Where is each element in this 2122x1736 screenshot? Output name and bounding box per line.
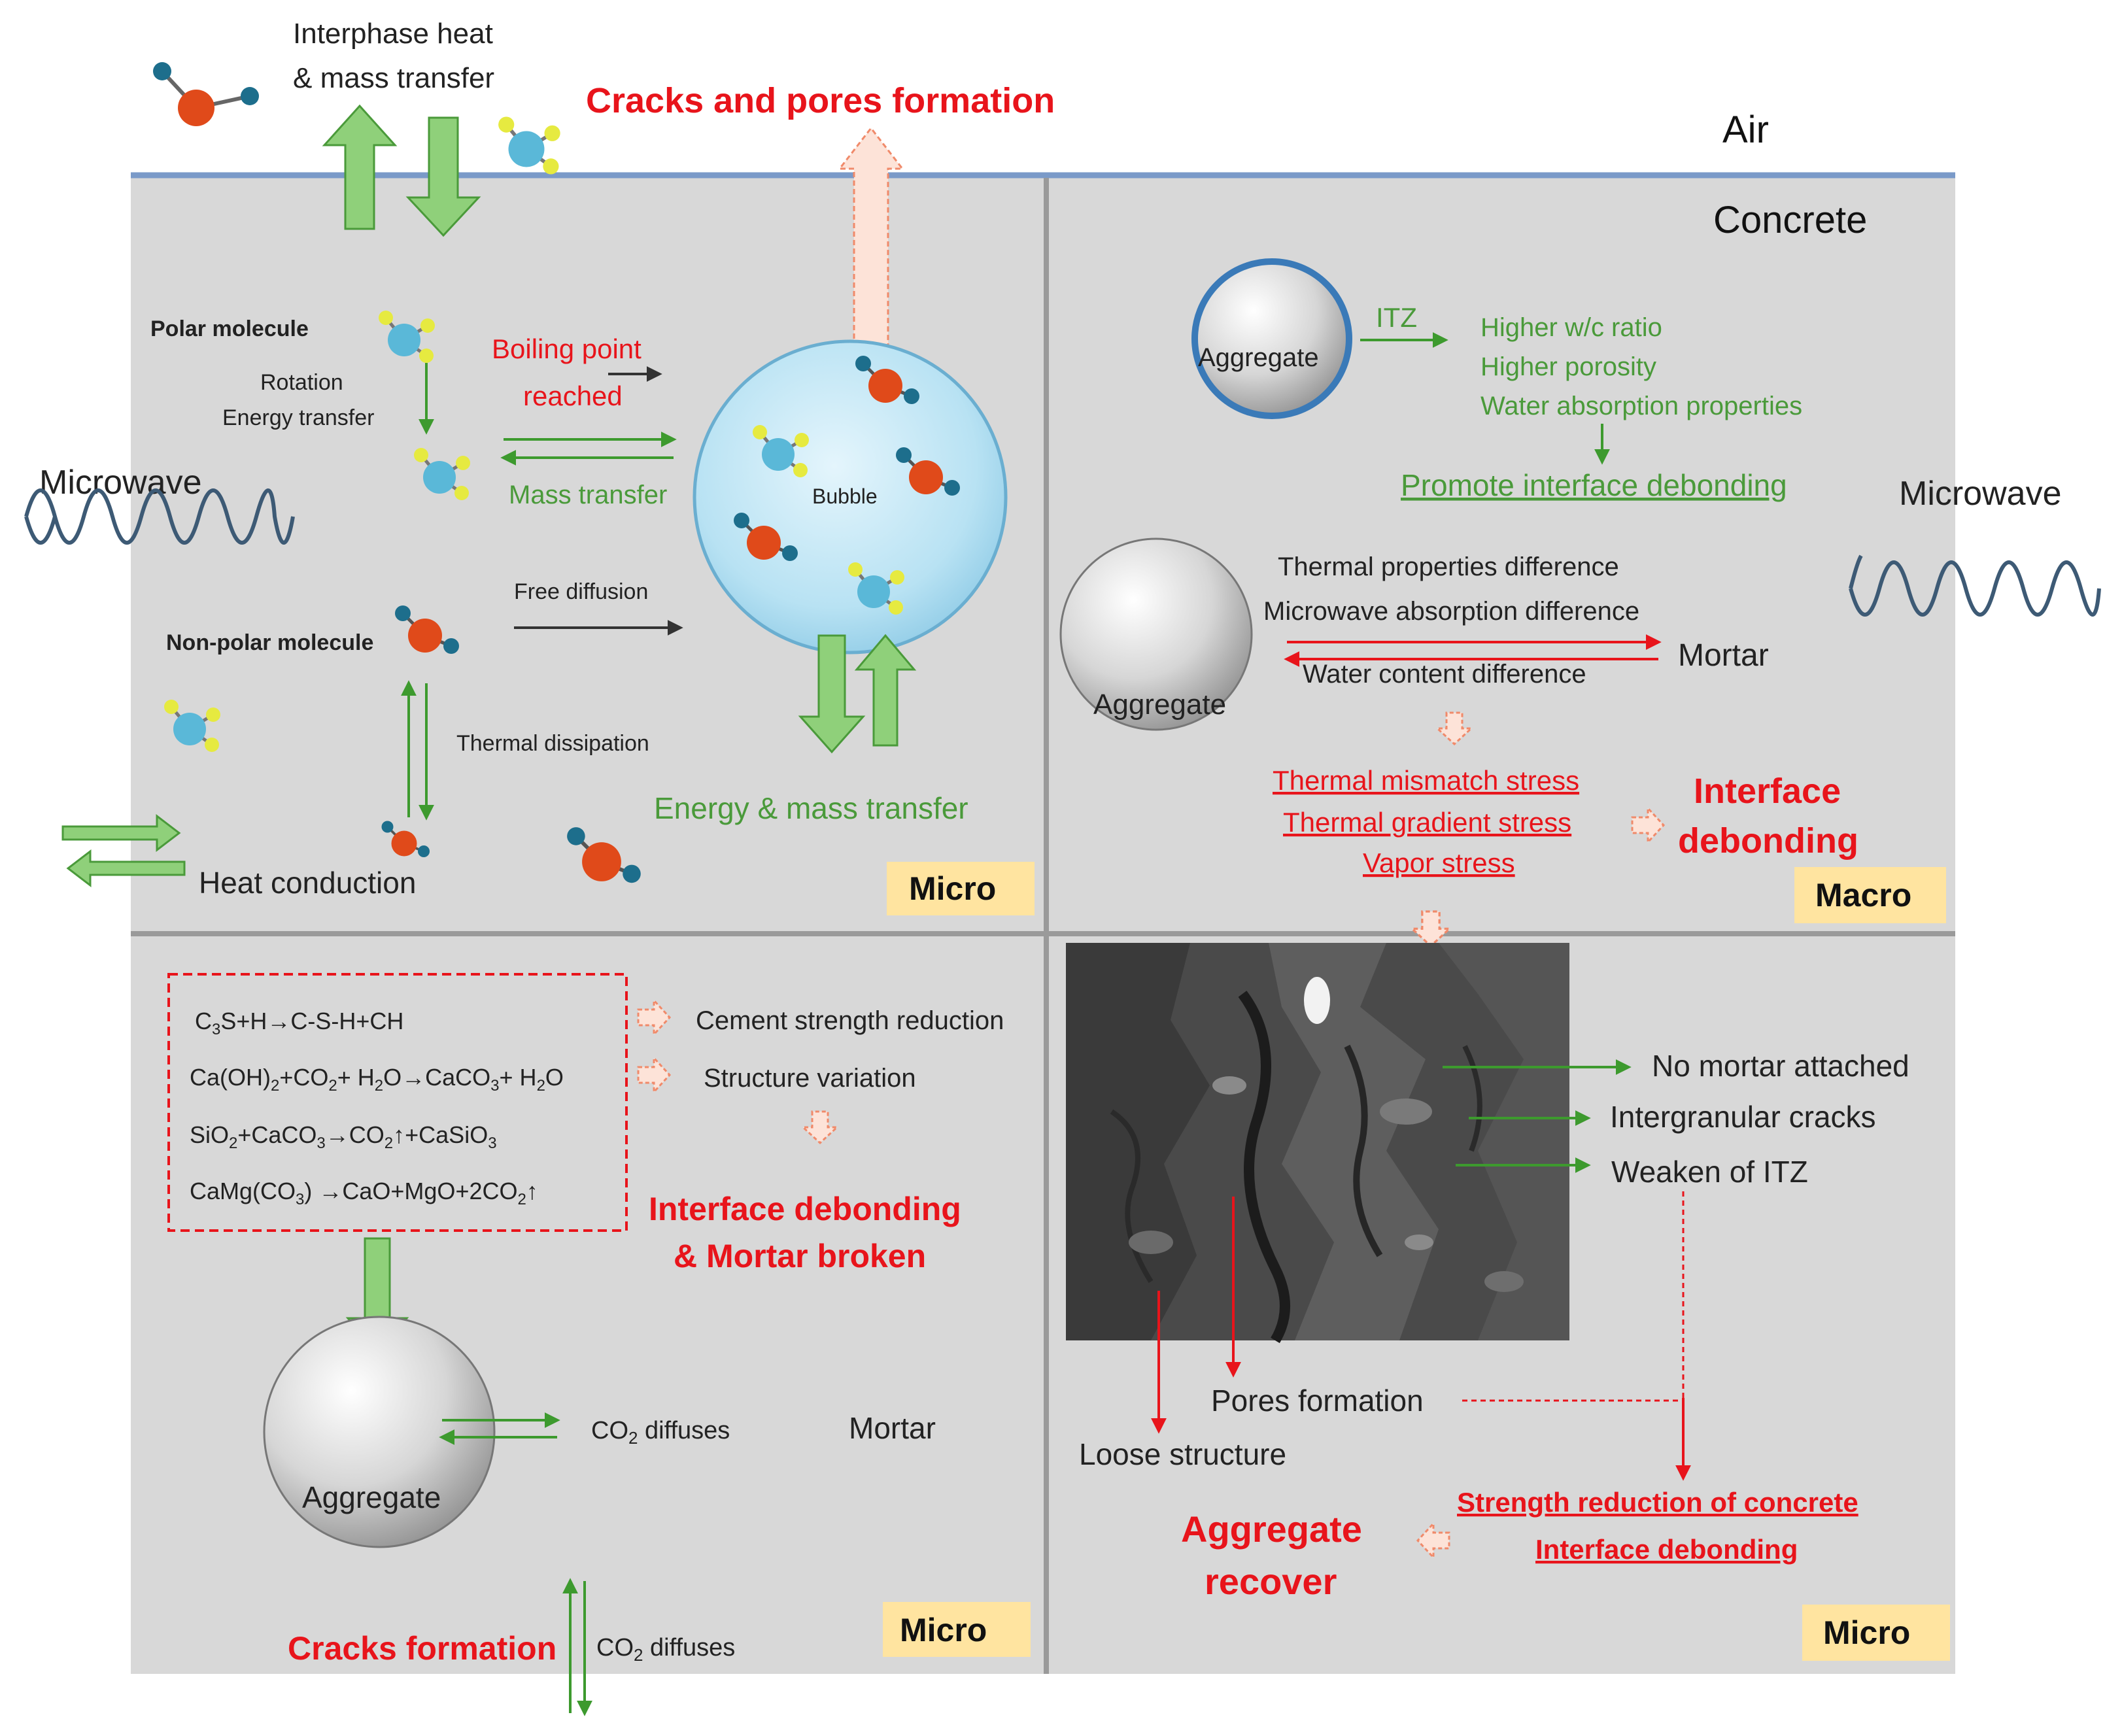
bubble-down-arrow [798,634,866,754]
co2-diffuses-label: CO2 diffuses [591,1417,730,1448]
weaken-of-itz: Weaken of ITZ [1611,1155,1808,1189]
interphase-label-line2: & mass transfer [293,62,494,94]
interface-debonding-br: Interface debonding [1535,1534,1798,1565]
water-absorption: Water absorption properties [1480,392,1802,420]
energy-mass-transfer-label: Energy & mass transfer [654,791,968,825]
scale-label-bl: Micro [900,1612,987,1648]
boiling-point-line2: reached [523,381,623,411]
strength-reduction-of-concrete: Strength reduction of concrete [1457,1487,1858,1518]
microwave-label-right: Microwave [1899,475,2062,513]
mortar-label-tr: Mortar [1678,638,1769,673]
non-polar-molecule-label: Non-polar molecule [166,630,373,655]
intergranular-cracks: Intergranular cracks [1610,1100,1876,1134]
structure-variation: Structure variation [704,1064,916,1093]
thermal-dissipation-label: Thermal dissipation [456,731,649,756]
debonding-mortar-line1: Interface debonding [649,1191,961,1227]
thermal-properties-difference: Thermal properties difference [1278,553,1619,581]
heat-conduction-label: Heat conduction [199,866,416,900]
concrete-label: Concrete [1713,199,1867,241]
loose-structure: Loose structure [1079,1437,1286,1471]
scale-badge-br [1802,1605,1950,1661]
heat-conduction-arrow-right [61,813,181,853]
thermal-gradient-stress: Thermal gradient stress [1283,807,1571,838]
scale-badge-tl [887,862,1035,915]
reaction-2: Ca(OH)2+CO2+ H2O→CaCO3+ H2O [190,1064,564,1095]
scale-label-tr: Macro [1815,877,1911,913]
debonding-mortar-line2: & Mortar broken [674,1238,926,1274]
microwave-absorption-difference: Microwave absorption difference [1263,597,1639,626]
interphase-up-arrow [322,104,398,230]
sem-micrograph [1066,943,1569,1344]
itz-label: ITZ [1376,302,1417,333]
water-content-difference: Water content difference [1303,660,1586,689]
scale-label-tl: Micro [909,870,996,907]
no-mortar-attached: No mortar attached [1652,1049,1909,1083]
scale-badge-tr [1794,867,1946,923]
aggregate-label-1: Aggregate [1198,343,1319,372]
interface-debonding-line2: debonding [1678,821,1858,860]
scale-badge-bl [883,1602,1031,1657]
thermal-mismatch-stress: Thermal mismatch stress [1273,765,1579,796]
free-diffusion-label: Free diffusion [514,579,648,604]
bubble [693,339,1008,655]
cracks-pores-up-arrow [837,126,905,408]
aggregate-label-2: Aggregate [1093,689,1226,721]
aggregate-label-bl: Aggregate [302,1480,441,1514]
scale-label-br: Micro [1823,1614,1910,1651]
bubble-up-arrow [854,634,917,747]
microwave-wave-right [1849,554,2101,617]
co2-diffuses-bottom: CO2 diffuses [596,1634,735,1665]
air-water-molecule-left [153,62,259,126]
air-label: Air [1722,109,1769,151]
higher-wc-ratio: Higher w/c ratio [1480,313,1662,342]
cracks-pores-heading: Cracks and pores formation [586,81,1055,120]
interphase-label-line1: Interphase heat [293,18,493,50]
microwave-wave-left [24,488,295,545]
aggregate-recover-line2: recover [1205,1561,1337,1602]
interphase-down-arrow [405,116,481,237]
interface-debonding-line1: Interface [1694,772,1841,811]
microwave-label-left: Microwave [39,464,202,502]
bubble-label: Bubble [812,485,878,508]
reactions-box [167,973,628,1232]
mass-transfer-label: Mass transfer [509,481,667,509]
higher-porosity: Higher porosity [1480,352,1656,381]
aggregate-co2-circle [263,1316,496,1548]
pores-formation: Pores formation [1211,1384,1424,1418]
rotation-label: Rotation [260,370,343,395]
cement-strength-reduction: Cement strength reduction [696,1006,1004,1035]
aggregate-mortar-circle [1059,537,1253,731]
air-polar-molecule [498,117,560,175]
promote-interface-debonding: Promote interface debonding [1401,468,1787,502]
polar-molecule-label: Polar molecule [150,316,309,341]
reaction-1: C3S+H→C-S-H+CH [195,1008,403,1038]
reaction-4: CaMg(CO3) →CaO+MgO+2CO2↑ [190,1178,538,1208]
mortar-label-bl: Mortar [849,1411,936,1445]
aggregate-recover-line1: Aggregate [1181,1508,1362,1550]
aggregate-itz-circle [1191,258,1352,419]
boiling-point-line1: Boiling point [492,333,642,364]
cracks-formation-label: Cracks formation [288,1630,556,1667]
vapor-stress: Vapor stress [1363,847,1515,878]
energy-transfer-label: Energy transfer [222,405,374,430]
reaction-3: SiO2+CaCO3→CO2↑+CaSiO3 [190,1121,497,1152]
heat-conduction-arrow-left [66,849,186,888]
